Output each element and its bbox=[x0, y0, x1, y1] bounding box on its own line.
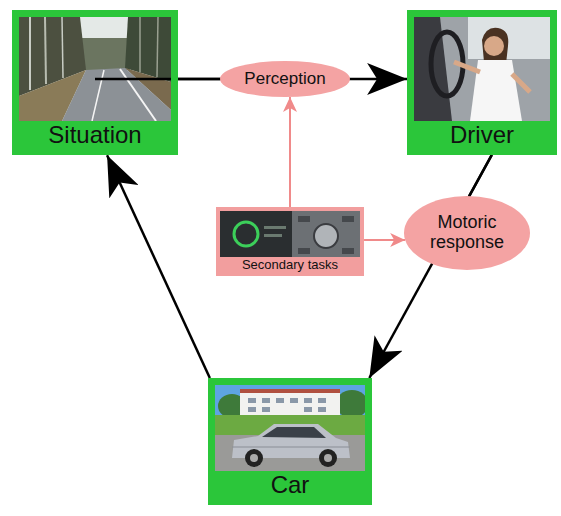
car-photo-part-part bbox=[248, 407, 256, 412]
secondary-tasks-box: Secondary tasks bbox=[216, 207, 364, 276]
car-photo-part-part bbox=[276, 398, 284, 403]
car-photo-part-part bbox=[262, 398, 270, 403]
driver-photo-part bbox=[414, 17, 550, 121]
road-photo bbox=[19, 17, 171, 121]
road-photo-part bbox=[120, 69, 156, 121]
dashboard-photo bbox=[220, 211, 360, 257]
car-photo-part-part bbox=[318, 398, 326, 403]
road-photo-part bbox=[62, 17, 63, 78]
influence-arrow bbox=[364, 239, 405, 241]
influence-arrow bbox=[289, 97, 291, 207]
car-photo-part bbox=[240, 389, 340, 393]
car-photo-part-part bbox=[262, 407, 270, 412]
node-label: Motoric response bbox=[422, 213, 512, 253]
node-label: Situation bbox=[21, 122, 169, 148]
dashboard-photo-part bbox=[314, 224, 338, 248]
dashboard-photo-part bbox=[298, 248, 310, 254]
photo-window bbox=[19, 17, 171, 121]
car-photo-part bbox=[336, 390, 368, 418]
dashboard-photo-part bbox=[234, 222, 258, 246]
dashboard-photo-part bbox=[292, 211, 360, 257]
driver-photo-part bbox=[454, 62, 480, 72]
car-photo-part-part bbox=[304, 398, 312, 403]
car-photo-part bbox=[245, 449, 263, 467]
road-photo-part bbox=[45, 17, 46, 84]
dashboard-photo-part bbox=[342, 216, 354, 222]
node-label: Secondary tasks bbox=[222, 258, 358, 272]
car-box: Car bbox=[208, 378, 372, 505]
car-photo-part bbox=[232, 447, 350, 448]
car-photo bbox=[215, 385, 368, 471]
ellipse-text-holder: Perception bbox=[244, 70, 325, 89]
road-photo-part bbox=[78, 38, 130, 70]
car-photo-part-part bbox=[304, 407, 312, 412]
caption-band: Situation bbox=[19, 121, 171, 148]
ellipse-fill bbox=[404, 196, 530, 270]
road-photo-part bbox=[157, 17, 158, 77]
driver-box: Driver bbox=[407, 10, 557, 155]
caption-band: Secondary tasks bbox=[220, 257, 360, 272]
road-photo-part bbox=[139, 17, 141, 72]
driver-photo-part bbox=[512, 74, 530, 92]
photo-window bbox=[215, 385, 365, 471]
situation-box: Situation bbox=[12, 10, 178, 155]
dashboard-photo-part bbox=[264, 234, 282, 237]
driver-photo-part bbox=[468, 17, 550, 59]
dashboard-photo-part bbox=[264, 226, 286, 229]
road-photo-part bbox=[29, 17, 31, 90]
caption-band: Car bbox=[215, 471, 365, 498]
dashboard-photo-part bbox=[220, 211, 292, 257]
car-photo-part bbox=[262, 427, 326, 438]
node-label: Car bbox=[217, 472, 363, 498]
photo-window bbox=[220, 211, 360, 257]
dashboard-photo-part bbox=[298, 216, 310, 222]
car-photo-part bbox=[240, 392, 340, 416]
photo-window bbox=[414, 17, 550, 121]
perception-ellipse: Perception bbox=[220, 61, 350, 97]
ellipse-fill bbox=[220, 61, 350, 97]
car-photo-part bbox=[248, 398, 326, 412]
road-photo-part bbox=[62, 68, 171, 121]
car-photo-part bbox=[324, 454, 332, 462]
node-label: Driver bbox=[416, 122, 548, 148]
car-photo-part-part bbox=[248, 398, 256, 403]
road-photo-part bbox=[92, 70, 104, 121]
driver-photo bbox=[414, 17, 550, 121]
dashboard-photo-part bbox=[342, 248, 354, 254]
caption-band: Driver bbox=[414, 121, 550, 148]
ellipse-text-holder: Motoric response bbox=[422, 213, 512, 253]
driver-photo-part bbox=[482, 28, 508, 64]
car-photo-part bbox=[250, 454, 258, 462]
car-photo-part-part bbox=[290, 398, 298, 403]
node-label: Perception bbox=[244, 70, 325, 89]
car-photo-part-part bbox=[318, 407, 326, 412]
motoric-ellipse: Motoric response bbox=[404, 196, 530, 270]
flow-arrow bbox=[107, 155, 210, 378]
car-photo-part bbox=[319, 449, 337, 467]
driver-photo-part bbox=[484, 36, 504, 56]
road-photo-part bbox=[19, 17, 171, 121]
